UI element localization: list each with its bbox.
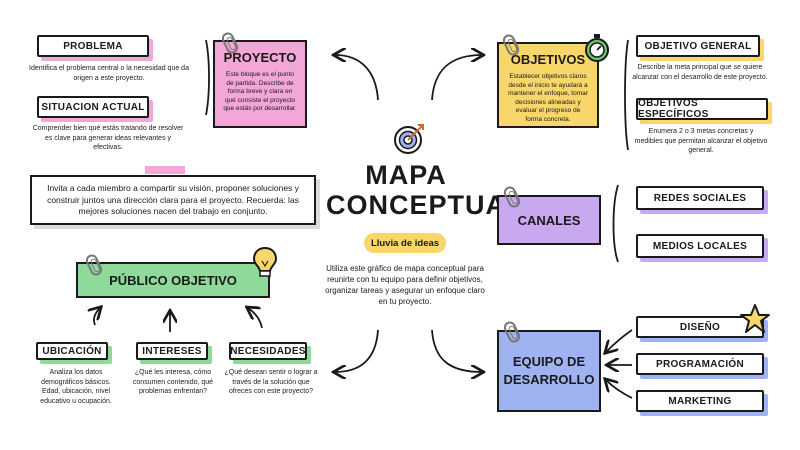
- objetivos-text: Establecer objetivos claros desde el ini…: [508, 73, 588, 123]
- ubicacion-label: UBICACIÓN: [36, 342, 108, 360]
- objetivos-especificos-text: Enumera 2 o 3 metas concretas y medibles…: [634, 128, 768, 154]
- star-icon: [740, 304, 770, 333]
- objetivo-general-label: OBJETIVO GENERAL: [636, 35, 760, 57]
- center-title-line1: MAPA: [365, 160, 447, 190]
- equipo-box: EQUIPO DE DESARROLLO: [497, 330, 601, 412]
- necesidades-text: ¿Qué desean sentir o lograr a través de …: [224, 369, 318, 395]
- canales-item-medios-locales: MEDIOS LOCALES: [636, 234, 764, 258]
- lightbulb-icon: [252, 246, 278, 277]
- objetivos-especificos-label: OBJETIVOS ESPECÍFICOS: [636, 98, 768, 120]
- necesidades-label: NECESIDADES: [229, 342, 307, 360]
- publico-objetivo-box: PÚBLICO OBJETIVO: [76, 262, 270, 298]
- equipo-title-line2: DESARROLLO: [503, 372, 595, 387]
- proyecto-note: PROYECTO Este bloque es el punto de part…: [213, 40, 307, 128]
- equipo-item-programacion: PROGRAMACIÓN: [636, 353, 764, 375]
- objetivo-general-text: Describe la meta principal que se quiere…: [632, 64, 768, 81]
- problema-label: PROBLEMA: [37, 35, 149, 57]
- canales-item-redes-sociales: REDES SOCIALES: [636, 186, 764, 210]
- intereses-text: ¿Qué les interesa, cómo consumen conteni…: [132, 369, 214, 395]
- situacion-text: Comprender bien qué estás tratando de re…: [32, 125, 184, 151]
- objetivos-title: OBJETIVOS: [510, 52, 586, 67]
- center-title: MAPA CONCEPTUAL: [326, 160, 524, 220]
- objetivos-note: OBJETIVOS Establecer objetivos claros de…: [497, 42, 599, 128]
- problema-text: Identifica el problema central o la nece…: [29, 65, 189, 82]
- proyecto-title: PROYECTO: [223, 50, 297, 65]
- stopwatch-icon: [585, 34, 609, 62]
- equipo-item-marketing: MARKETING: [636, 390, 764, 412]
- equipo-title-line1: EQUIPO DE: [512, 354, 586, 369]
- invite-box: Invita a cada miembro a compartir su vis…: [30, 175, 316, 225]
- center-title-line2: CONCEPTUAL: [326, 190, 524, 220]
- situacion-label: SITUACION ACTUAL: [37, 96, 149, 118]
- ubicacion-text: Analiza los datos demográficos básicos. …: [40, 369, 112, 405]
- proyecto-text: Este bloque es el punto de partida. Desc…: [223, 71, 297, 113]
- center-tag: Lluvia de ideas: [364, 233, 446, 253]
- target-icon: [394, 124, 424, 154]
- intereses-label: INTERESES: [136, 342, 208, 360]
- center-description: Utiliza este gráfico de mapa conceptual …: [325, 264, 485, 306]
